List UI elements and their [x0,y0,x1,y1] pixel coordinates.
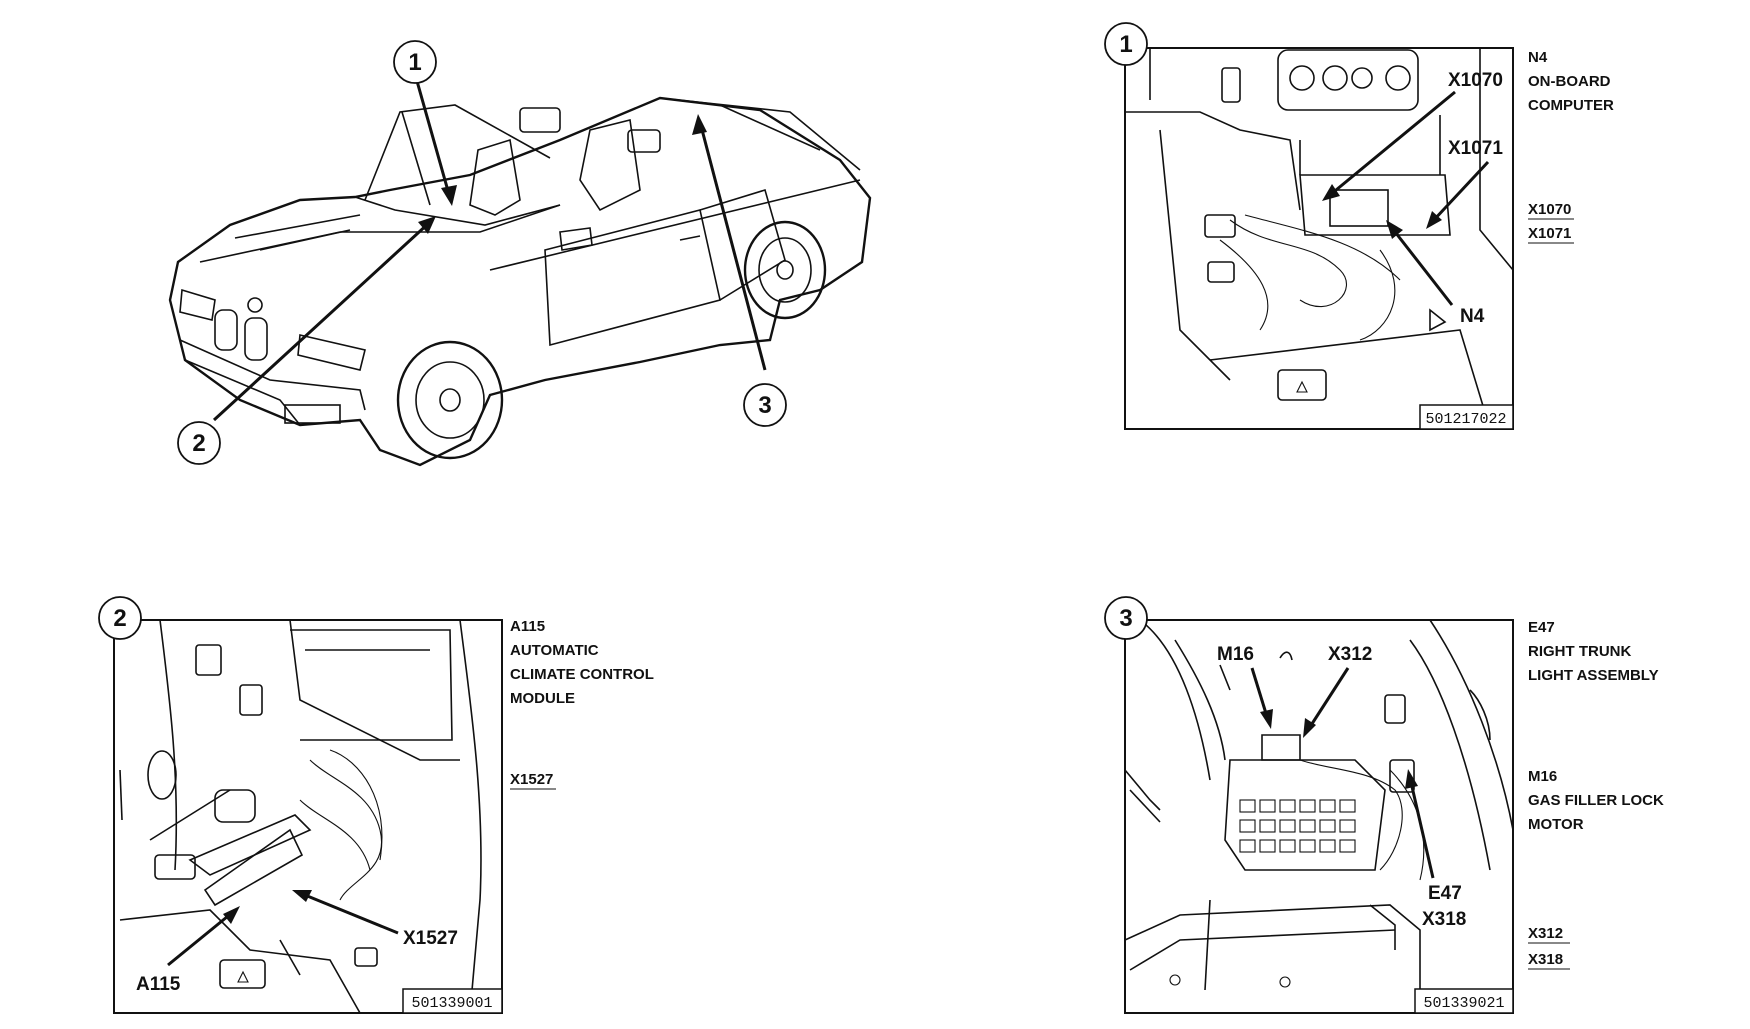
panel-1-figure-code: 501217022 [1425,411,1506,428]
pointer-1-line [413,73,452,199]
svg-text:A115: A115 [510,618,545,635]
panel-2-badge-label: 2 [113,605,126,632]
panel-2-pointer-b [299,891,399,935]
panel-3-illustration [1124,619,1514,1013]
panel-3-frame [1124,619,1514,1014]
panel-3-arrow-c [1405,769,1418,789]
svg-text:CLIMATE CONTROL: CLIMATE CONTROL [510,666,654,683]
panel-3-badge-label: 3 [1119,605,1132,632]
pointer-2-line [212,220,432,422]
panel-1-pointer-c [1390,227,1454,306]
panel-1-callout-a: X1070 [1448,70,1503,91]
panel-2-code-box [402,988,503,1014]
detail-panel-1: X1070 X1071 N4 501217022 1 [1104,22,1514,430]
svg-text:M16: M16 [1528,768,1557,785]
panel-3-badge [1104,596,1148,640]
panel-1-legend: N4 ON-BOARD COMPUTER X1070 X1071 [1528,49,1614,244]
svg-text:COMPUTER: COMPUTER [1528,97,1614,114]
svg-text:MOTOR: MOTOR [1528,816,1584,833]
panel-1-illustration [1125,48,1514,430]
panel-2-pointer-a [167,910,234,967]
panel-2-illustration [119,619,482,1014]
svg-text:ON-BOARD: ON-BOARD [1528,73,1611,90]
detail-panel-2: A115 X1527 501339001 2 [98,596,503,1014]
panel-2-arrow-a [223,906,240,924]
svg-text:AUTOMATIC: AUTOMATIC [510,642,599,659]
panel-1-badge [1104,22,1148,66]
panel-3-arrow-b [1303,718,1316,738]
panel-1-arrow-c [1386,220,1403,239]
panel-1-arrow-a [1322,184,1340,201]
svg-text:LIGHT ASSEMBLY: LIGHT ASSEMBLY [1528,667,1659,684]
panel-3-code-box [1414,988,1514,1014]
panel-3-legend: E47 RIGHT TRUNK LIGHT ASSEMBLY M16 GAS F… [1528,619,1664,970]
panel-1-pointer-b [1430,160,1490,224]
panel-2-callout-a: A115 [136,974,181,995]
svg-text:E47: E47 [1528,619,1555,636]
pointer-2-arrowhead [418,216,436,234]
svg-text:X312: X312 [1528,925,1563,942]
panel-1-callout-c: N4 [1460,306,1485,327]
overview-badge-3: 3 [743,383,787,427]
panel-2-figure-code: 501339001 [411,995,492,1012]
panel-3-arrow-a [1260,709,1273,729]
panel-1-frame [1124,47,1514,430]
panel-2-badge [98,596,142,640]
panel-1-callout-b: X1071 [1448,138,1503,159]
svg-text:1: 1 [408,49,421,76]
svg-text:X1527: X1527 [510,771,553,788]
panel-3-pointer-c [1408,777,1435,879]
svg-text:N4: N4 [1528,49,1548,66]
pointer-3-arrowhead [692,114,707,135]
svg-text:MODULE: MODULE [510,690,575,707]
panel-3-pointer-b [1306,667,1350,731]
svg-text:X1070: X1070 [1528,201,1571,218]
panel-3-callout-c: E47 [1428,883,1462,904]
panel-2-frame [113,619,503,1014]
overview-badge-2: 2 [177,421,221,465]
panel-3-callout-d: X318 [1422,909,1466,930]
panel-3-figure-code: 501339021 [1423,995,1504,1012]
svg-text:3: 3 [758,392,771,419]
panel-1-pointer-a [1329,90,1456,197]
panel-3-callout-a: M16 [1217,644,1254,665]
svg-text:2: 2 [192,430,205,457]
panel-2-arrow-b [292,890,312,902]
panel-3-callout-b: X312 [1328,644,1372,665]
panel-2-legend: A115 AUTOMATIC CLIMATE CONTROL MODULE X1… [510,618,654,790]
pointer-1-arrowhead [441,185,457,206]
detail-panel-3: M16 X312 E47 X318 501339021 3 [1104,596,1514,1014]
panel-1-arrow-b [1426,211,1442,229]
svg-text:GAS FILLER LOCK: GAS FILLER LOCK [1528,792,1664,809]
panel-1-badge-label: 1 [1119,31,1132,58]
panel-2-callout-b: X1527 [403,928,458,949]
svg-text:X318: X318 [1528,951,1563,968]
car-overview-illustration [168,96,872,467]
panel-1-code-box [1419,404,1514,430]
svg-text:X1071: X1071 [1528,225,1571,242]
overview-badge-1: 1 [393,40,437,84]
svg-text:RIGHT TRUNK: RIGHT TRUNK [1528,643,1631,660]
pointer-3-line [698,121,767,371]
